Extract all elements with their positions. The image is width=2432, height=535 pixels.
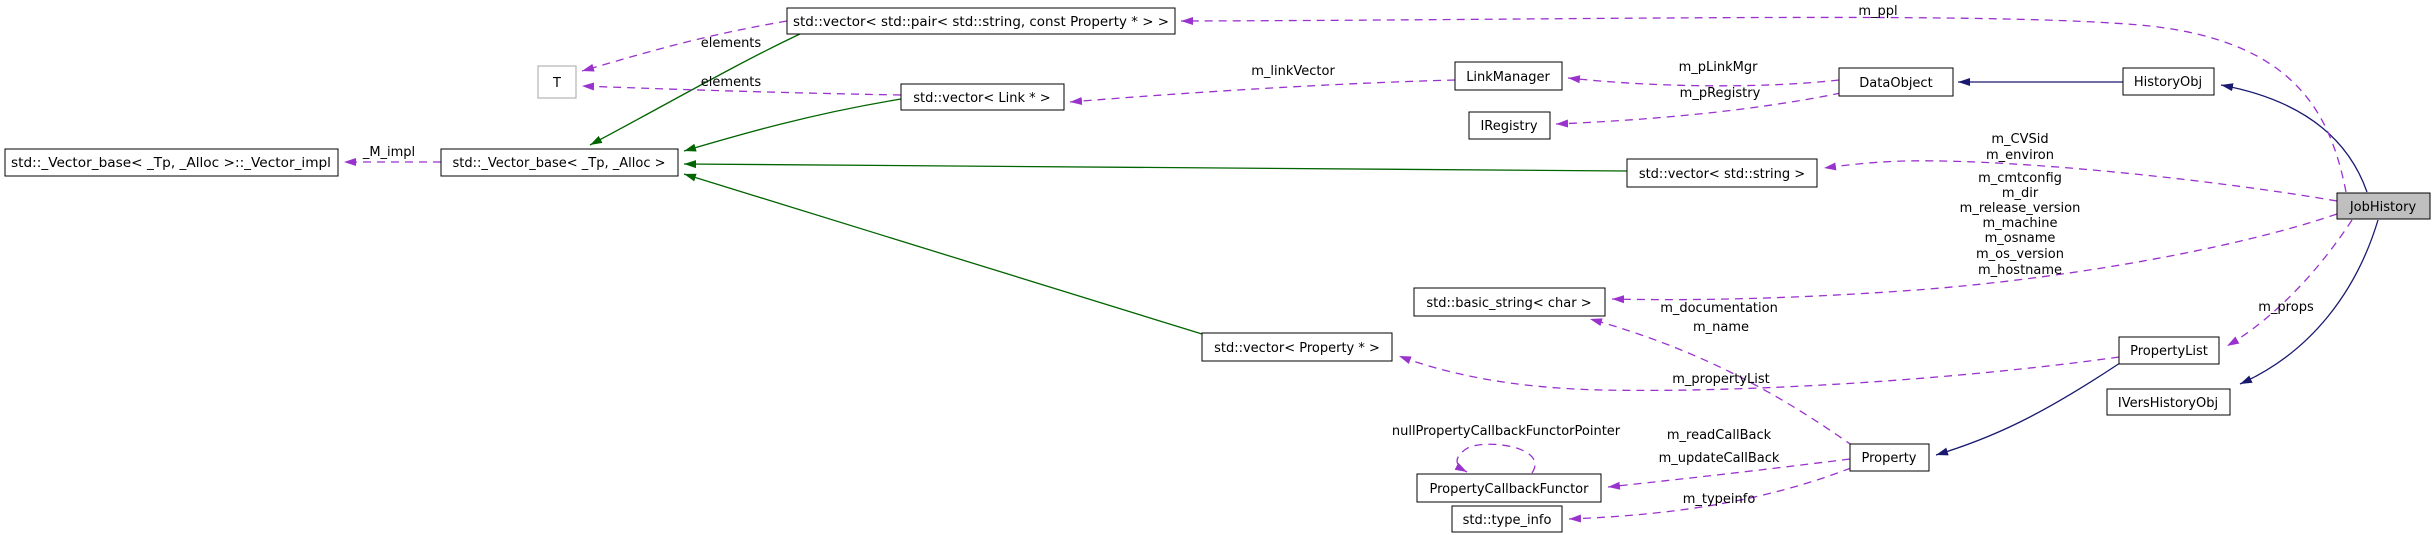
node-dataobject-label: DataObject: [1859, 76, 1932, 91]
node-linkmanager[interactable]: LinkManager: [1454, 61, 1563, 91]
usage-edge-m-linkvector: [1069, 79, 1456, 106]
node-vector-base[interactable]: std::_Vector_base< _Tp, _Alloc >: [440, 148, 679, 177]
node-basic-string[interactable]: std::basic_string< char >: [1413, 287, 1606, 317]
usage-edge-m-plinkmgr: [1567, 75, 1840, 87]
usage-edge-string-members: [1611, 213, 2338, 304]
node-dataobject[interactable]: DataObject: [1838, 67, 1954, 97]
edge-label-elements-lower: elements: [701, 75, 762, 90]
edge-label-m-documentation: m_documentation: [1660, 301, 1778, 316]
node-basic-string-label: std::basic_string< char >: [1426, 296, 1591, 311]
usage-edge-elements-from-pair-vector: [581, 20, 788, 72]
node-string-vector[interactable]: std::vector< std::string >: [1626, 158, 1818, 188]
node-template-param-t-label: T: [552, 76, 561, 91]
node-pair-vector-label: std::vector< std::pair< std::string, con…: [793, 15, 1169, 30]
usage-edge-null-functor-self-loop: [1454, 443, 1536, 474]
node-typeinfo[interactable]: std::type_info: [1451, 505, 1563, 533]
edge-label-m-typeinfo: m_typeinfo: [1683, 492, 1756, 507]
node-propertylist[interactable]: PropertyList: [2118, 336, 2220, 365]
node-vector-base-label: std::_Vector_base< _Tp, _Alloc >: [452, 156, 665, 171]
node-prop-vector-label: std::vector< Property * >: [1214, 341, 1380, 356]
node-iregistry[interactable]: IRegistry: [1468, 111, 1551, 140]
node-historyobj-label: HistoryObj: [2134, 75, 2202, 90]
member-label-m-machine: m_machine: [1982, 216, 2057, 231]
template-edge-link-vector-to-vector-base: [683, 98, 902, 152]
template-edge-prop-vector-to-vector-base: [683, 173, 1203, 335]
node-vector-impl-label: std::_Vector_base< _Tp, _Alloc >::_Vecto…: [11, 156, 331, 171]
usage-edge-m-props: [2226, 219, 2353, 347]
template-edge-string-vector-to-vector-base: [683, 160, 1628, 172]
edge-label-m-updatecallback: m_updateCallBack: [1659, 451, 1780, 466]
node-template-param-t[interactable]: T: [537, 65, 577, 99]
member-label-m-osname: m_osname: [1985, 231, 2056, 246]
edge-label-m-impl: _M_impl: [362, 145, 415, 160]
edge-label-m-readcallback: m_readCallBack: [1667, 428, 1772, 443]
edge-label-m-linkvector: m_linkVector: [1251, 64, 1335, 79]
node-property[interactable]: Property: [1849, 443, 1930, 472]
node-historyobj[interactable]: HistoryObj: [2122, 67, 2215, 96]
node-link-vector-label: std::vector< Link * >: [913, 91, 1050, 106]
node-ivershistoryobj[interactable]: IVersHistoryObj: [2106, 388, 2231, 416]
edge-label-m-pregistry: m_pRegistry: [1680, 86, 1761, 101]
node-propertylist-label: PropertyList: [2130, 344, 2208, 359]
edge-label-m-name: m_name: [1693, 320, 1749, 335]
node-property-label: Property: [1861, 451, 1916, 466]
node-vector-impl[interactable]: std::_Vector_base< _Tp, _Alloc >::_Vecto…: [4, 148, 339, 177]
member-label-m-environ: m_environ: [1986, 148, 2054, 163]
node-linkmanager-label: LinkManager: [1466, 70, 1550, 85]
node-typeinfo-label: std::type_info: [1463, 513, 1552, 528]
usage-edge-m-documentation-m-name: [1589, 318, 1854, 447]
edge-label-m-propertylist: m_propertyList: [1672, 372, 1770, 387]
member-label-m-hostname: m_hostname: [1978, 263, 2062, 278]
node-jobhistory: JobHistory: [2336, 192, 2431, 220]
node-prop-vector[interactable]: std::vector< Property * >: [1201, 332, 1393, 362]
edge-label-elements-upper: elements: [701, 36, 762, 51]
usage-edge-m-pregistry: [1555, 92, 1842, 128]
usage-edge-m-typeinfo: [1568, 467, 1852, 523]
member-label-m-cmtconfig: m_cmtconfig: [1978, 171, 2062, 186]
node-iregistry-label: IRegistry: [1480, 119, 1537, 134]
node-string-vector-label: std::vector< std::string >: [1639, 167, 1805, 182]
member-label-m-dir: m_dir: [2002, 186, 2039, 201]
node-jobhistory-label: JobHistory: [2349, 200, 2417, 215]
member-label-m-cvsid: m_CVSid: [1991, 132, 2048, 147]
node-propertycallbackfunctor[interactable]: PropertyCallbackFunctor: [1416, 473, 1602, 503]
member-label-m-os-version: m_os_version: [1976, 247, 2064, 262]
usage-edge-m-ppl: [1180, 16, 2347, 193]
member-label-m-release-version: m_release_version: [1960, 201, 2081, 216]
usage-edge-m-propertylist: [1398, 355, 2120, 392]
edge-label-m-props: m_props: [2258, 300, 2314, 315]
node-link-vector[interactable]: std::vector< Link * >: [900, 83, 1065, 111]
edge-label-m-ppl: m_ppl: [1858, 4, 1897, 19]
edge-label-m-plinkmgr: m_pLinkMgr: [1679, 60, 1759, 75]
usage-edge-m-environ: [1823, 160, 2338, 202]
inherit-edge-jobhistory-to-historyobj: [2220, 83, 2368, 193]
usage-edge-elements-from-link-vector: [581, 82, 902, 96]
edge-label-jobhistory-members-block: m_CVSid m_environ m_cmtconfig m_dir m_re…: [1960, 132, 2081, 278]
usage-edge-m-readcallback-m-updatecallback: [1607, 458, 1851, 490]
node-propertycallbackfunctor-label: PropertyCallbackFunctor: [1430, 482, 1590, 497]
node-pair-vector[interactable]: std::vector< std::pair< std::string, con…: [786, 7, 1176, 35]
template-edge-pair-vector-to-vector-base: [589, 33, 801, 146]
edge-label-null-functor-pointer: nullPropertyCallbackFunctorPointer: [1392, 424, 1621, 439]
inherit-edge-jobhistory-to-ivershistoryobj: [2239, 219, 2379, 385]
inherit-edge-propertylist-to-property: [1935, 362, 2121, 456]
node-ivershistoryobj-label: IVersHistoryObj: [2118, 396, 2218, 411]
